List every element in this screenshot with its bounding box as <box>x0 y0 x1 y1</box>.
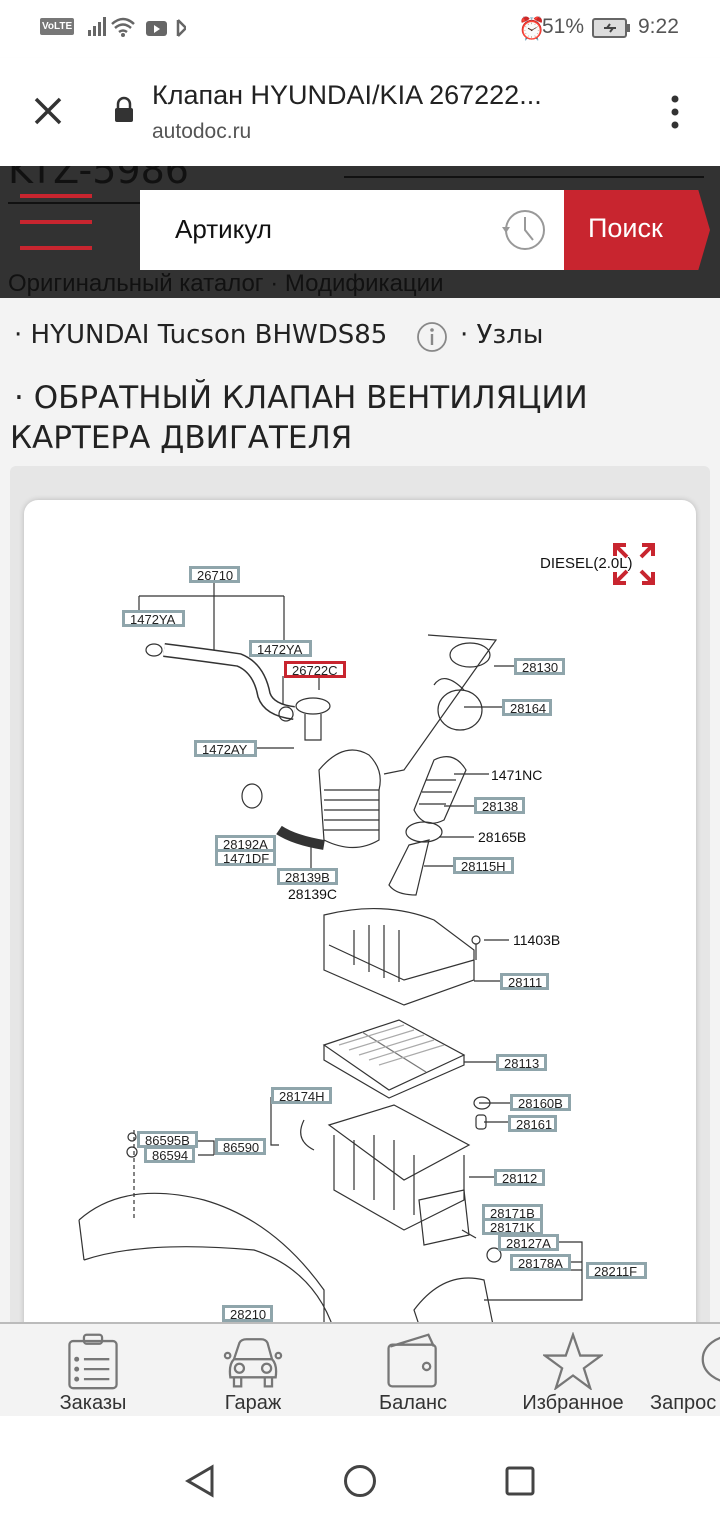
wallet-icon <box>387 1333 437 1388</box>
fullscreen-expand-icon[interactable] <box>612 542 656 586</box>
status-bar: VoLTE ⏰ 51% 9:22 <box>0 0 720 58</box>
part-label[interactable]: 28164 <box>502 699 552 716</box>
part-label[interactable]: 1472YA <box>249 640 312 657</box>
parts-diagram: DIESEL(2.0L) 26710 1472YA 1472YA 26722C … <box>24 500 696 1400</box>
alarm-icon: ⏰ <box>518 16 546 41</box>
volte-icon: VoLTE <box>40 18 75 35</box>
nav-label: Гараж <box>224 1392 282 1414</box>
nav-label: Избранное <box>522 1392 624 1414</box>
search-button[interactable]: Поиск <box>564 190 710 270</box>
part-label[interactable]: 86594 <box>144 1146 195 1163</box>
site-header: KTZ-5986 Артикул Поиск Оригинальный ката… <box>0 166 720 298</box>
search-button-label: Поиск <box>588 213 663 243</box>
bottom-navigation: Заказы Гараж Баланс Избранное Запрос <box>0 1322 720 1416</box>
chat-icon <box>701 1336 720 1382</box>
part-label[interactable]: 28171K <box>482 1218 543 1235</box>
part-label[interactable]: 28127A <box>498 1234 559 1251</box>
history-icon[interactable] <box>498 207 548 253</box>
part-label[interactable]: 28174H <box>271 1087 332 1104</box>
browser-toolbar: Клапан HYUNDAI/KIA 267222... autodoc.ru <box>0 58 720 166</box>
part-label[interactable]: 28138 <box>474 797 525 814</box>
lock-icon <box>115 96 133 122</box>
logo-text: KTZ-5986 <box>8 166 189 192</box>
clipboard-icon <box>68 1333 118 1390</box>
car-icon <box>223 1338 283 1388</box>
nav-balance[interactable]: Баланс <box>338 1324 488 1415</box>
part-number: 11403B <box>513 932 561 948</box>
diesel-label: DIESEL(2.0L) <box>540 555 633 572</box>
part-label[interactable]: 28113 <box>496 1054 547 1071</box>
more-menu-icon[interactable] <box>668 94 682 130</box>
clock: 9:22 <box>638 15 679 38</box>
diagram-drawing <box>78 582 583 1341</box>
system-navigation <box>0 1416 720 1520</box>
part-label[interactable]: 1471DF <box>215 849 276 866</box>
nav-garage[interactable]: Гараж <box>178 1324 328 1415</box>
close-icon[interactable] <box>33 96 63 126</box>
part-label[interactable]: 28111 <box>500 973 549 990</box>
hamburger-menu[interactable] <box>20 194 92 250</box>
part-number: 1471NC <box>491 767 543 783</box>
part-number: 28139C <box>288 886 338 902</box>
part-label[interactable]: 28210 <box>222 1305 273 1322</box>
part-label[interactable]: 26710 <box>189 566 240 583</box>
nav-orders[interactable]: Заказы <box>18 1324 168 1415</box>
nav-label: Запрос <box>650 1392 717 1414</box>
search-placeholder: Артикул <box>175 214 272 244</box>
part-label[interactable]: 28139B <box>277 868 338 885</box>
page-title-bar[interactable]: Клапан HYUNDAI/KIA 267222... <box>152 80 542 110</box>
page-heading: · ОБРАТНЫЙ КЛАПАН ВЕНТИЛЯЦИИ КАРТЕРА ДВИ… <box>10 380 588 456</box>
star-icon <box>543 1332 603 1390</box>
info-icon[interactable] <box>416 321 448 353</box>
part-number: 28165B <box>478 829 527 845</box>
breadcrumb-model[interactable]: · HYUNDAI Tucson BHWDS85 <box>14 320 388 350</box>
part-label[interactable]: 28161 <box>508 1115 557 1132</box>
part-label[interactable]: 1472AY <box>194 740 257 757</box>
nav-favorites[interactable]: Избранное <box>498 1324 648 1415</box>
nav-label: Баланс <box>378 1392 448 1414</box>
recents-icon[interactable] <box>505 1466 535 1496</box>
part-label[interactable]: 86590 <box>215 1138 266 1155</box>
part-label[interactable]: 28211F <box>586 1262 647 1279</box>
back-icon[interactable] <box>184 1464 216 1498</box>
battery-icon <box>592 18 630 38</box>
nav-label: Заказы <box>59 1392 127 1414</box>
breadcrumb-nodes[interactable]: · Узлы <box>460 320 544 350</box>
part-label[interactable]: 28160B <box>510 1094 571 1111</box>
domain[interactable]: autodoc.ru <box>152 120 252 143</box>
search-input[interactable]: Артикул <box>140 190 565 270</box>
part-label[interactable]: 28112 <box>494 1169 545 1186</box>
signal-wifi-icons <box>88 17 186 37</box>
home-icon[interactable] <box>343 1464 377 1498</box>
nav-requests[interactable]: Запрос <box>650 1324 720 1415</box>
part-label-selected[interactable]: 26722C <box>284 661 346 678</box>
part-label[interactable]: 28115H <box>453 857 514 874</box>
part-label[interactable]: 28130 <box>514 658 565 675</box>
behind-breadcrumb: Оригинальный каталог · Модификации <box>8 270 444 297</box>
battery-percent: 51% <box>542 15 585 38</box>
part-label[interactable]: 28178A <box>510 1254 571 1271</box>
part-label[interactable]: 1472YA <box>122 610 185 627</box>
